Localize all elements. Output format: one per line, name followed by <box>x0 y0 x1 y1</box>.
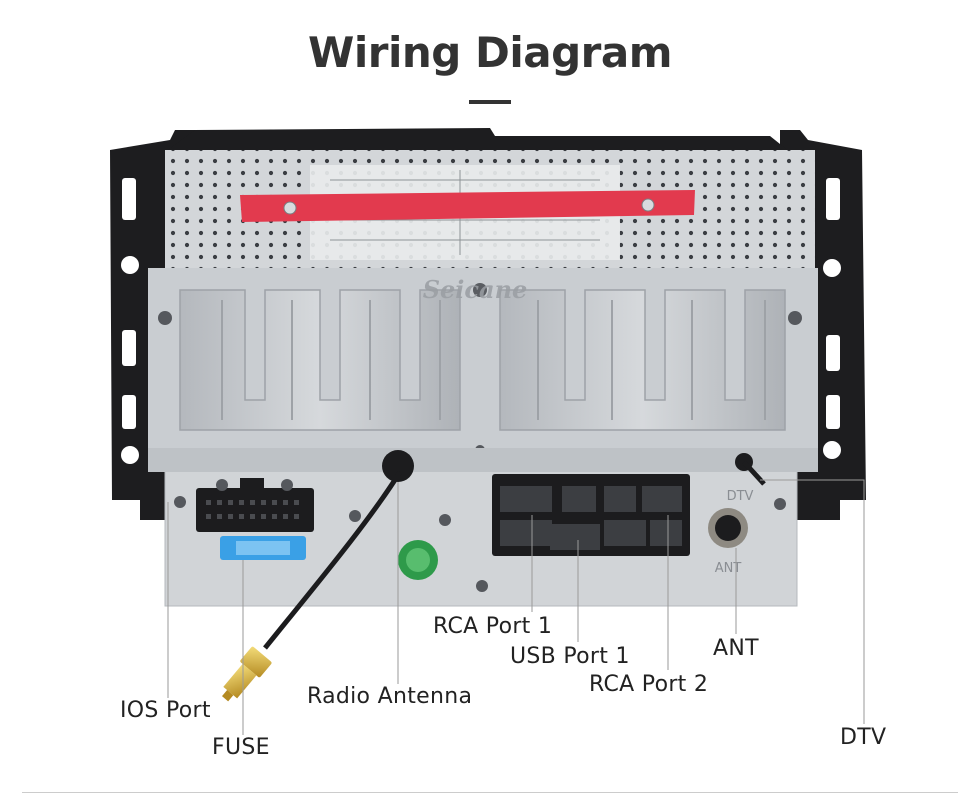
fuse <box>220 536 306 560</box>
title-underline <box>469 100 511 104</box>
rca-usb-connector-block <box>492 474 690 556</box>
callout-fuse: FUSE <box>212 735 270 760</box>
callout-ant: ANT <box>713 636 759 661</box>
callout-radio-antenna: Radio Antenna <box>307 684 473 709</box>
brand-watermark: Seicane <box>423 275 528 304</box>
callout-rca-port-2: RCA Port 2 <box>589 672 709 697</box>
callout-usb-port-1: USB Port 1 <box>510 644 630 669</box>
callout-rca-port-1: RCA Port 1 <box>433 614 553 639</box>
heat-sink-fins <box>179 289 786 431</box>
panel-ant-marking: ANT <box>715 561 742 576</box>
antenna-plug <box>222 646 272 702</box>
page-title: Wiring Diagram <box>308 28 672 77</box>
callout-dtv: DTV <box>840 725 887 750</box>
footer-divider <box>22 792 958 793</box>
callout-ios-port: IOS Port <box>120 698 211 723</box>
callout-leader-lines <box>167 479 865 735</box>
iso-harness-connector <box>196 478 314 532</box>
panel-dtv-marking: DTV <box>727 489 754 504</box>
ant-socket <box>708 508 748 548</box>
